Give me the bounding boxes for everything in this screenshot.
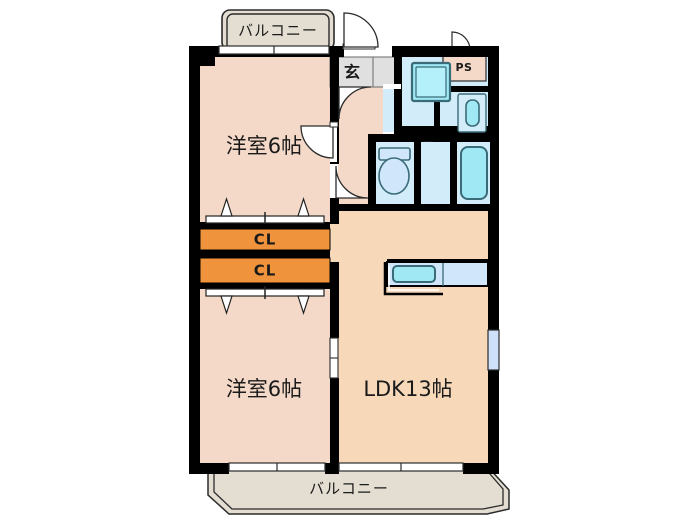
window-ldk-right-frame — [487, 329, 500, 371]
balcony-top-label: バルコニー — [238, 22, 318, 40]
washbasin-area — [421, 142, 450, 204]
window-bedroom-lower-bottom — [228, 462, 326, 472]
window-ldk-right — [487, 329, 500, 371]
closet-lower-arrow-left — [220, 295, 233, 315]
closet-lower: CL — [199, 257, 331, 284]
balcony-bottom-label: バルコニー — [309, 480, 389, 498]
window-bedroom-upper-top — [218, 45, 330, 55]
wall-left — [189, 46, 200, 474]
wall-bottom-left — [189, 463, 229, 474]
wall-bath-divider — [450, 142, 457, 204]
door-washroom-swing-icon — [338, 86, 372, 120]
bedroom-upper-label: 洋室6帖 — [226, 134, 302, 158]
door-entrance-front — [342, 12, 379, 50]
wall-right — [488, 46, 499, 474]
ps-label: PS — [456, 61, 473, 74]
kitchen-counter — [383, 259, 489, 296]
wall-bedroom-hall-upper — [330, 46, 339, 126]
wall-washroom-inner — [434, 86, 440, 134]
kitchen-base-cabinet — [383, 262, 443, 296]
bedroom-lower-floor — [200, 288, 330, 463]
door-entrance-swing-icon — [343, 12, 379, 48]
closet-upper-arrow-right — [297, 197, 310, 217]
toilet-bowl — [378, 157, 410, 195]
water-heater-basin — [465, 99, 480, 127]
wall-washroom-bottom — [401, 126, 490, 135]
wall-top-left-notch — [200, 46, 215, 66]
closet-lower-label: CL — [254, 262, 277, 280]
wall-bedroom-hall-lower — [330, 196, 339, 224]
bedroom-lower-label: 洋室6帖 — [226, 377, 302, 401]
balcony-top: バルコニー — [221, 9, 335, 51]
closet-upper: CL — [199, 228, 331, 251]
wall-closet-middle — [200, 250, 330, 258]
door-hall-ldk-opening — [330, 164, 338, 198]
toilet-icon — [376, 142, 414, 204]
wall-closet-top — [200, 222, 330, 229]
closet-lower-door-indicator — [205, 286, 325, 315]
washing-machine-inner — [415, 66, 447, 98]
closet-upper-box — [199, 228, 331, 251]
ldk-floor — [337, 208, 489, 463]
entrance-tiles — [329, 56, 401, 88]
wall-ldk-top — [337, 204, 489, 211]
closet-upper-label: CL — [254, 231, 277, 249]
bathtub-basin — [460, 146, 488, 200]
closet-lower-arrow-right — [297, 295, 310, 315]
closet-upper-arrow-left — [220, 197, 233, 217]
wall-bottom-mid — [325, 463, 339, 474]
entrance-area: 玄 — [329, 56, 401, 88]
closet-upper-door-indicator — [205, 197, 325, 224]
door-washroom — [338, 84, 401, 120]
wall-washroom-left — [394, 57, 402, 135]
wall-bath-left — [368, 134, 376, 210]
wall-bedroom-ldk-upper — [330, 288, 339, 338]
wall-ldk-left-stub — [330, 262, 339, 288]
entrance-label: 玄 — [344, 63, 360, 82]
bathtub-icon — [457, 142, 490, 204]
kitchen-counter-backsplash-left — [387, 259, 443, 263]
door-hall-ldk — [330, 164, 369, 199]
door-washroom-opening — [383, 84, 401, 89]
kitchen-sink-basin — [392, 265, 436, 283]
wall-bottom-right — [463, 463, 499, 474]
door-bedroom-upper — [300, 121, 339, 162]
bedroom-upper-floor — [200, 52, 330, 222]
wall-bath-top — [368, 134, 490, 142]
sliding-door-bedroom-ldk — [329, 337, 339, 379]
wall-washroom-inner-top — [434, 86, 490, 92]
kitchen-base-cabinet-inner — [388, 266, 439, 291]
door-hall-ldk-swing-icon — [335, 165, 369, 199]
wall-toilet-right — [414, 142, 421, 204]
closet-lower-box — [199, 257, 331, 284]
washing-machine-space-icon — [410, 61, 452, 103]
washbasin-cell — [421, 142, 450, 204]
kitchen-counter-backsplash — [443, 259, 489, 263]
wall-top-right — [392, 46, 499, 57]
ldk-label: LDK13帖 — [363, 377, 452, 401]
window-ldk-bottom — [338, 462, 464, 472]
door-bedroom-upper-leaf — [329, 121, 339, 128]
wall-bedroom-ldk-lower — [330, 378, 339, 468]
door-bedroom-upper-swing-icon — [300, 125, 334, 159]
water-heater-icon — [457, 93, 487, 133]
